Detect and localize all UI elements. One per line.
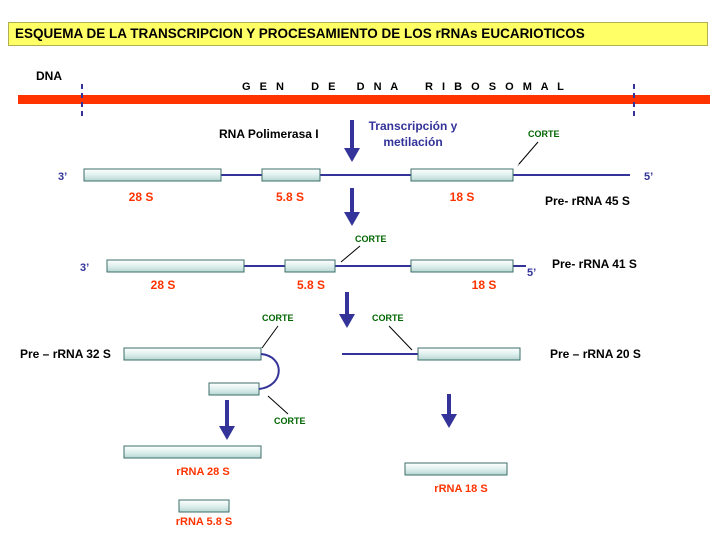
mature-18s <box>404 462 508 476</box>
corte-pointer-45s <box>518 141 539 165</box>
pre45-name: Pre- rRNA 45 S <box>545 194 630 208</box>
pre41-label-18s: 18 S <box>472 278 497 292</box>
mature-28s-label: rRNA 28 S <box>176 466 229 478</box>
pre41-3prime: 3’ <box>80 262 89 274</box>
transcription-label-line2: metilación <box>383 135 442 149</box>
mature-18s-label: rRNA 18 S <box>434 483 487 495</box>
pre41-label-28s: 28 S <box>151 278 176 292</box>
pre45-5prime: 5’ <box>644 171 653 183</box>
pre45-3prime: 3’ <box>58 171 67 183</box>
corte-pointer-20s <box>388 325 413 351</box>
pre45-segment-58s <box>261 168 321 182</box>
arrow-2-head <box>344 212 360 226</box>
pre32-name: Pre – rRNA 32 S <box>20 347 111 361</box>
arrow-3-head <box>339 314 355 328</box>
dna-label: DNA <box>36 69 62 83</box>
page-title: ESQUEMA DE LA TRANSCRIPCION Y PROCESAMIE… <box>8 22 708 46</box>
pre45-segment-18s <box>410 168 514 182</box>
mature-58s <box>178 499 230 513</box>
pre41-segment-58s <box>284 259 336 273</box>
pre41-segment-18s <box>410 259 514 273</box>
pre45-label-18s: 18 S <box>450 190 475 204</box>
pre32-segment-58s <box>208 382 260 396</box>
dna-bar <box>18 95 710 104</box>
arrow-1-head <box>344 148 360 162</box>
pre45-segment-28s <box>83 168 222 182</box>
pre45-label-28s: 28 S <box>129 190 154 204</box>
pre20-segment-18s <box>417 347 521 361</box>
transcription-label-line1: Transcripción y <box>369 119 458 133</box>
pre41-5prime: 5’ <box>527 267 536 279</box>
pre41-name: Pre- rRNA 41 S <box>552 257 637 271</box>
pre41-label-58s: 5.8 S <box>297 278 325 292</box>
gene-label: G E N D E D N A R I B O S O M A L <box>242 81 567 93</box>
corte-pointer-32s <box>261 325 279 349</box>
corte-label-41s: CORTE <box>355 234 387 244</box>
corte-label-45s: CORTE <box>528 129 560 139</box>
corte-pointer-58s <box>267 395 289 415</box>
mature-28s <box>123 445 262 459</box>
pre41-segment-28s <box>106 259 245 273</box>
corte-pointer-45s-head <box>517 161 522 167</box>
polymerase-label: RNA Polimerasa I <box>219 127 319 141</box>
pre20-name: Pre – rRNA 20 S <box>550 347 641 361</box>
arrow-4-head <box>219 426 235 440</box>
corte-pointer-41s <box>340 245 361 263</box>
pre32-segment-28s <box>123 347 262 361</box>
corte-label-58s: CORTE <box>274 416 306 426</box>
pre45-label-58s: 5.8 S <box>276 190 304 204</box>
arrow-5-head <box>441 414 457 428</box>
mature-58s-label: rRNA 5.8 S <box>176 516 232 528</box>
corte-label-20s: CORTE <box>372 313 404 323</box>
corte-label-32s: CORTE <box>262 313 294 323</box>
pre32-loop <box>258 353 280 390</box>
